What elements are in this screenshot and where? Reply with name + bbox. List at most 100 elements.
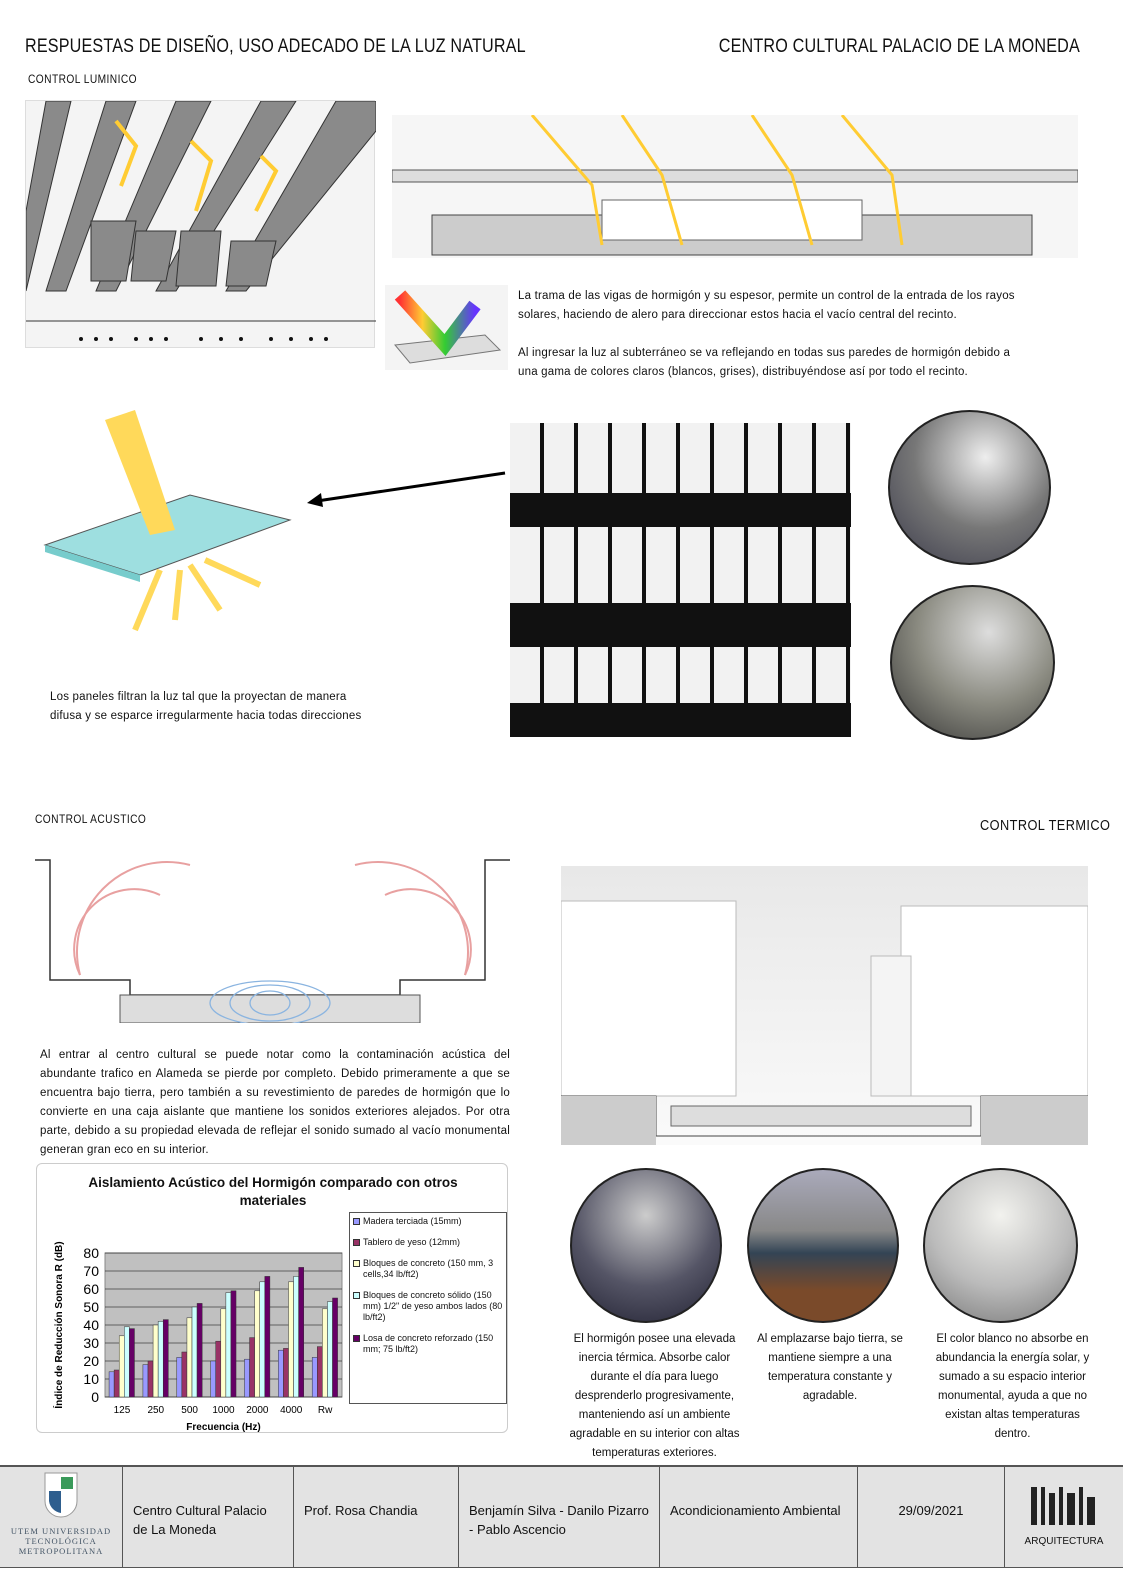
- pointer-arrow: [307, 471, 506, 507]
- legend-label: Bloques de concreto (150 mm, 3 cells,34 …: [363, 1258, 494, 1279]
- x-tick-label: 500: [181, 1405, 198, 1416]
- x-tick-label: 4000: [280, 1405, 303, 1416]
- footer-title-block: UTEM UNIVERSIDAD TECNOLÓGICA METROPOLITA…: [0, 1465, 1123, 1568]
- legend-item: Madera terciada (15mm): [353, 1216, 503, 1227]
- legend-item: Losa de concreto reforzado (150 mm; 75 l…: [353, 1333, 503, 1355]
- bar: [162, 1319, 169, 1398]
- chart-legend: Madera terciada (15mm) Tablero de yeso (1…: [349, 1212, 507, 1404]
- bar: [264, 1276, 271, 1398]
- bar: [259, 1281, 266, 1398]
- bar: [210, 1360, 216, 1398]
- thermal-caption-3: El color blanco no absorbe en abundancia…: [935, 1333, 1090, 1440]
- legend-item: Bloques de concreto sólido (150 mm) 1/2"…: [353, 1290, 503, 1323]
- thermal-photo-2: [747, 1168, 899, 1323]
- bar: [327, 1301, 333, 1398]
- diffuse-caption: Los paneles filtran la luz tal que la pr…: [50, 691, 362, 722]
- bar: [191, 1306, 198, 1398]
- poster-title: RESPUESTAS DE DISEÑO, USO ADECADO DE LA …: [25, 36, 526, 57]
- bar: [332, 1297, 338, 1398]
- bar: [181, 1351, 188, 1398]
- x-tick-label: 1000: [212, 1405, 235, 1416]
- bar: [225, 1292, 232, 1398]
- legend-label: Bloques de concreto sólido (150 mm) 1/2"…: [363, 1290, 503, 1322]
- y-tick-label: 70: [83, 1263, 99, 1279]
- project-title: CENTRO CULTURAL PALACIO DE LA MONEDA: [718, 36, 1080, 57]
- y-tick-label: 40: [83, 1317, 99, 1333]
- acoustic-paragraph: Al entrar al centro cultural se puede no…: [40, 1049, 510, 1156]
- footer-authors: Benjamín Silva - Danilo Pizarro - Pablo …: [459, 1467, 660, 1567]
- x-tick-label: Rw: [318, 1405, 333, 1416]
- legend-label: Tablero de yeso (12mm): [363, 1237, 461, 1247]
- y-tick-label: 20: [83, 1353, 99, 1369]
- acoustic-chart: Aislamiento Acústico del Hormigón compar…: [36, 1163, 508, 1433]
- bar: [220, 1308, 227, 1398]
- legend-swatch: [353, 1260, 360, 1267]
- utem-logo-text: UTEM UNIVERSIDAD TECNOLÓGICA METROPOLITA…: [10, 1526, 112, 1556]
- footer-project: Centro Cultural Palacio de La Moneda: [123, 1467, 294, 1567]
- bar: [196, 1303, 203, 1398]
- beams-drawing: [25, 100, 377, 348]
- y-tick-label: 10: [83, 1371, 99, 1387]
- diffuse-panel-diagram: [40, 410, 310, 635]
- bar: [283, 1348, 289, 1398]
- luminico-paragraph-1: La trama de las vigas de hormigón y su e…: [518, 290, 1015, 321]
- legend-swatch: [353, 1239, 360, 1246]
- footer-date: 29/09/2021: [858, 1467, 1005, 1567]
- utem-shield-icon: [44, 1472, 78, 1518]
- y-tick-label: 30: [83, 1335, 99, 1351]
- x-tick-label: 125: [114, 1405, 131, 1416]
- legend-item: Tablero de yeso (12mm): [353, 1237, 503, 1248]
- bar: [147, 1360, 154, 1398]
- bar: [293, 1276, 299, 1398]
- bar: [215, 1340, 222, 1398]
- acoustic-section-drawing: [30, 855, 515, 1026]
- bar: [244, 1358, 250, 1398]
- section-label-acustico: CONTROL ACUSTICO: [35, 812, 147, 826]
- section-label-termico: CONTROL TERMICO: [980, 817, 1111, 834]
- bar: [288, 1281, 294, 1398]
- section-label-luminico: CONTROL LUMINICO: [28, 72, 137, 86]
- utem-logo: UTEM UNIVERSIDAD TECNOLÓGICA METROPOLITA…: [0, 1467, 123, 1567]
- bar: [278, 1349, 284, 1398]
- x-tick-label: 2000: [246, 1405, 269, 1416]
- y-tick-label: 50: [83, 1299, 99, 1315]
- bar: [142, 1364, 149, 1398]
- footer-course: Acondicionamiento Ambiental: [660, 1467, 858, 1567]
- bar: [298, 1267, 304, 1398]
- luminico-paragraph-2: Al ingresar la luz al subterráneo se va …: [518, 347, 1011, 378]
- bar: [249, 1337, 255, 1398]
- thermal-photo-3: [923, 1168, 1078, 1323]
- interior-photo-circle-1: [888, 410, 1051, 565]
- thermal-caption-1: El hormigón posee una elevada inercia té…: [569, 1333, 740, 1459]
- legend-swatch: [353, 1335, 360, 1342]
- bar: [311, 1357, 318, 1398]
- skylight-photo: [510, 423, 851, 737]
- bar: [152, 1324, 159, 1398]
- bar: [157, 1321, 164, 1398]
- prism-light-icon: [385, 285, 508, 370]
- thermal-caption-2: Al emplazarse bajo tierra, se mantiene s…: [757, 1333, 903, 1402]
- chart-title: Aislamiento Acústico del Hormigón compar…: [88, 1175, 458, 1208]
- interior-photo-circle-2: [890, 585, 1055, 740]
- bar: [254, 1290, 260, 1398]
- bar: [113, 1369, 120, 1398]
- legend-swatch: [353, 1292, 360, 1299]
- y-tick-label: 0: [91, 1389, 99, 1405]
- x-axis-label: Frecuencia (Hz): [186, 1422, 260, 1433]
- bar: [118, 1335, 125, 1398]
- legend-label: Madera terciada (15mm): [363, 1216, 462, 1226]
- x-tick-label: 250: [147, 1405, 164, 1416]
- y-tick-label: 60: [83, 1281, 99, 1297]
- arquitectura-logo-icon: [1031, 1487, 1095, 1525]
- bar: [230, 1290, 237, 1398]
- bar: [108, 1371, 115, 1398]
- y-tick-label: 80: [83, 1245, 99, 1261]
- legend-item: Bloques de concreto (150 mm, 3 cells,34 …: [353, 1258, 503, 1280]
- y-axis-label: Índice de Reducción Sonora R (dB): [52, 1241, 65, 1408]
- thermal-photo-1: [570, 1168, 722, 1323]
- chart-svg: 0 10 20 30 40 50 60 70 80 125 250 500 1000 2000 4000 Rw…: [52, 1241, 343, 1433]
- arquitectura-logo-text: ARQUITECTURA: [1024, 1536, 1104, 1547]
- bar: [129, 1328, 135, 1398]
- bar: [322, 1308, 328, 1398]
- bar: [186, 1317, 193, 1398]
